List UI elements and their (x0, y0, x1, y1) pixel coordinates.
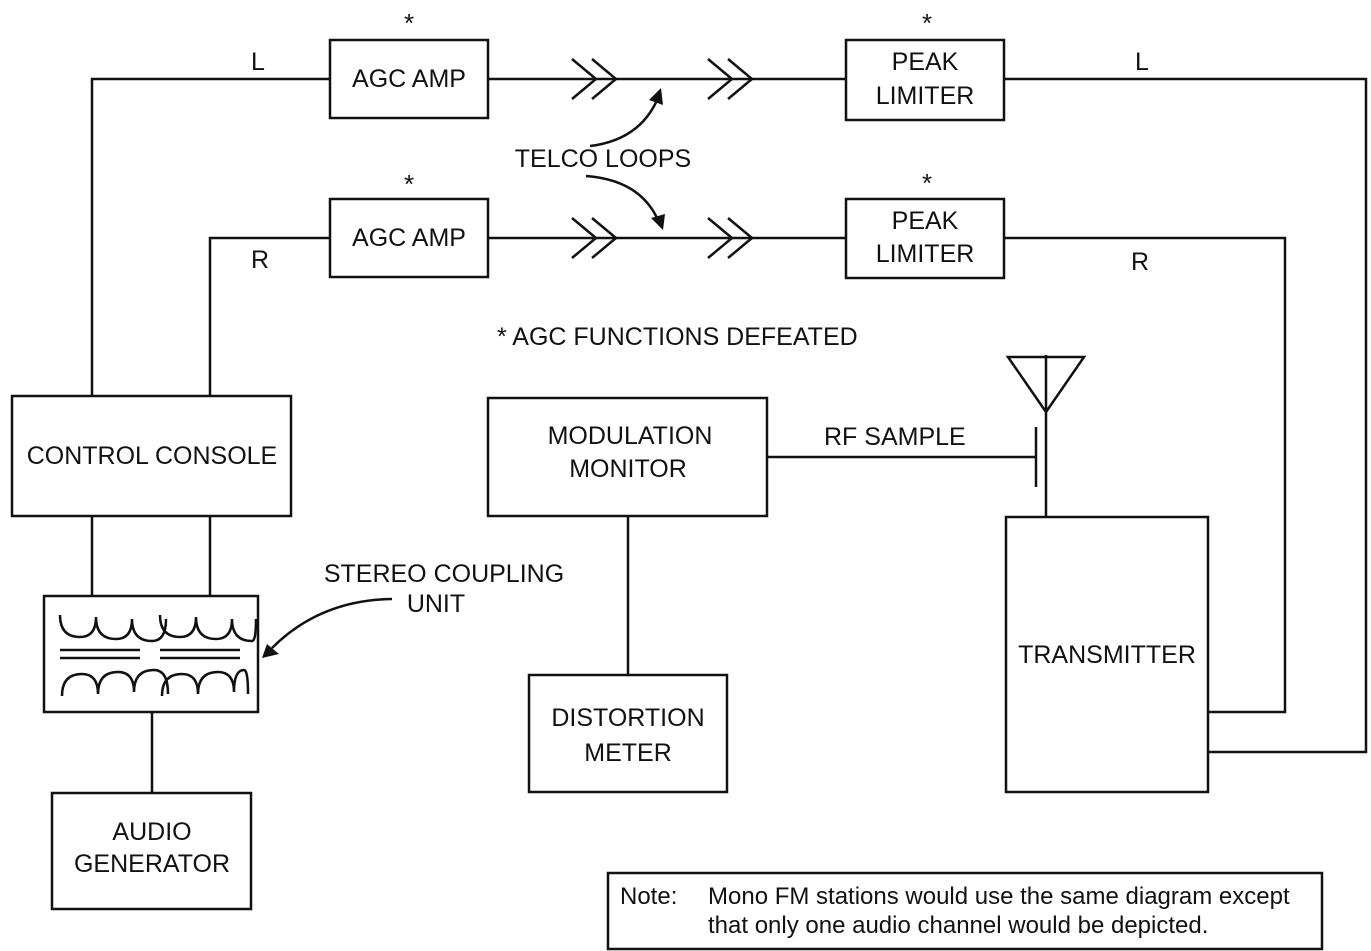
agc-amp-upper: AGC AMP * (328, 8, 490, 120)
note-prefix: Note: (620, 883, 677, 910)
note-line1: Mono FM stations would use the same diag… (708, 883, 1290, 910)
distortion-meter-line2: METER (584, 739, 672, 767)
distortion-meter: DISTORTION METER (527, 673, 729, 794)
agc-amp-upper-label: AGC AMP (352, 65, 466, 93)
right-telco-chevron-icon (707, 217, 754, 259)
peak-limiter-lower-asterisk: * (922, 168, 932, 198)
right-channel-wire-in (208, 236, 330, 396)
peak-limiter-upper: PEAK LIMITER * (844, 8, 1006, 122)
distortion-meter-line1: DISTORTION (551, 704, 704, 732)
right-channel-label-output: R (1131, 248, 1149, 276)
left-channel-wire-out (1004, 77, 1368, 754)
note-box: Note: Mono FM stations would use the sam… (606, 871, 1324, 951)
coupling-unit-arrow-icon (262, 597, 393, 658)
left-telco-chevron-icon (707, 58, 754, 100)
transmitter: TRANSMITTER (1004, 515, 1210, 794)
peak-limiter-upper-asterisk: * (922, 8, 932, 38)
telco-loops-arrow-up-icon (589, 88, 663, 148)
agc-amp-lower-label: AGC AMP (352, 224, 466, 252)
modulation-monitor: MODULATION MONITOR (486, 396, 769, 518)
left-channel-label-input: L (251, 48, 265, 76)
modulation-monitor-line2: MONITOR (569, 455, 687, 483)
stereo-coupling-unit-line2: UNIT (407, 590, 465, 618)
stereo-coupling-unit-line1: STEREO COUPLING (324, 560, 564, 588)
agc-amp-upper-asterisk: * (404, 8, 414, 38)
agc-amp-lower-asterisk: * (404, 169, 414, 199)
signal-wires (90, 77, 1368, 793)
note-line2: that only one audio channel would be dep… (708, 912, 1208, 939)
telco-loops-arrow-down-icon (585, 174, 665, 230)
left-channel-wire-in (90, 77, 330, 396)
agc-amp-lower: AGC AMP * (328, 169, 490, 279)
right-channel-label-input: R (251, 246, 269, 274)
peak-limiter-lower: PEAK LIMITER * (844, 168, 1006, 280)
modulation-monitor-line1: MODULATION (548, 422, 713, 450)
audio-generator-line2: GENERATOR (74, 850, 230, 878)
peak-limiter-lower-line2: LIMITER (876, 240, 975, 268)
left-channel-label-output: L (1135, 48, 1149, 76)
stereo-coupling-unit (42, 594, 260, 714)
audio-generator-line1: AUDIO (112, 818, 191, 846)
audio-generator: AUDIO GENERATOR (50, 791, 253, 911)
telco-loops-label: TELCO LOOPS (515, 145, 691, 173)
control-console-label: CONTROL CONSOLE (27, 442, 278, 470)
rf-sample-label: RF SAMPLE (824, 423, 966, 451)
agc-note-label: * AGC FUNCTIONS DEFEATED (497, 323, 858, 351)
peak-limiter-upper-line2: LIMITER (876, 82, 975, 110)
peak-limiter-upper-line1: PEAK (892, 48, 959, 76)
peak-limiter-lower-line1: PEAK (892, 207, 959, 235)
antenna-icon (1005, 355, 1087, 415)
transformer-icon (158, 614, 258, 697)
right-channel-wire-out (1004, 236, 1287, 714)
transformer-icon (58, 614, 170, 697)
left-telco-chevron-icon (571, 58, 618, 100)
telco-loop-chevrons (571, 58, 754, 259)
right-telco-chevron-icon (571, 217, 618, 259)
control-console: CONTROL CONSOLE (10, 394, 293, 518)
transmitter-label: TRANSMITTER (1018, 641, 1196, 669)
